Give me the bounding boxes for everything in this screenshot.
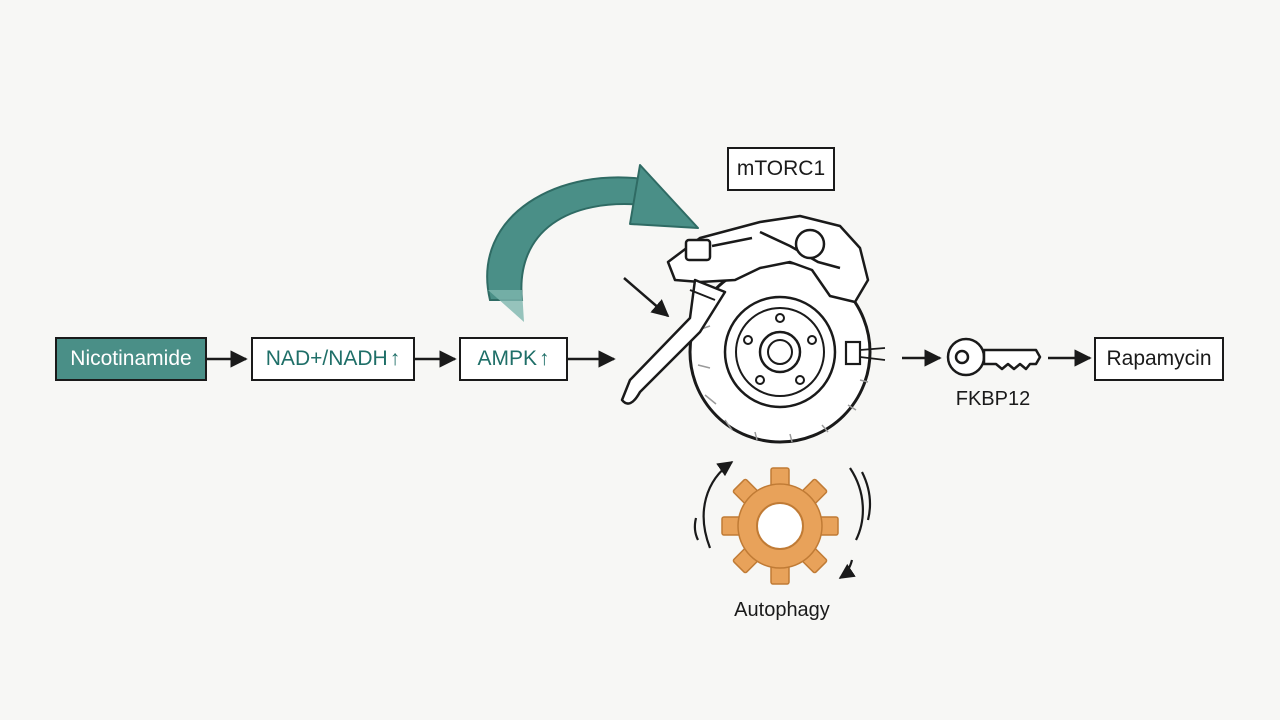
label-autophagy: Autophagy bbox=[734, 599, 830, 621]
node-nicotinamide: Nicotinamide bbox=[55, 337, 207, 381]
curved-teal-arrow-icon bbox=[486, 164, 699, 322]
node-mtorc1: mTORC1 bbox=[727, 147, 835, 191]
rotation-arrows-icon bbox=[693, 461, 872, 579]
gear-icon bbox=[721, 467, 839, 585]
node-nad: NAD+/NADH ↑ bbox=[251, 337, 415, 381]
node-ampk-label: AMPK bbox=[477, 347, 537, 370]
arrow-into-brake-lever bbox=[623, 277, 670, 318]
brake-caliper-icon bbox=[666, 214, 870, 304]
node-nicotinamide-label: Nicotinamide bbox=[70, 347, 192, 370]
key-icon bbox=[946, 337, 1042, 377]
nad-increase-icon: ↑ bbox=[389, 347, 401, 370]
brake-lever-icon bbox=[620, 278, 727, 405]
ampk-increase-icon: ↑ bbox=[539, 347, 550, 370]
node-rapamycin-label: Rapamycin bbox=[1106, 347, 1212, 370]
node-nad-label: NAD+/NADH bbox=[265, 347, 388, 370]
node-mtorc1-label: mTORC1 bbox=[736, 157, 826, 180]
label-fkbp12: FKBP12 bbox=[955, 388, 1031, 410]
node-rapamycin: Rapamycin bbox=[1094, 337, 1224, 381]
node-ampk: AMPK ↑ bbox=[459, 337, 568, 381]
